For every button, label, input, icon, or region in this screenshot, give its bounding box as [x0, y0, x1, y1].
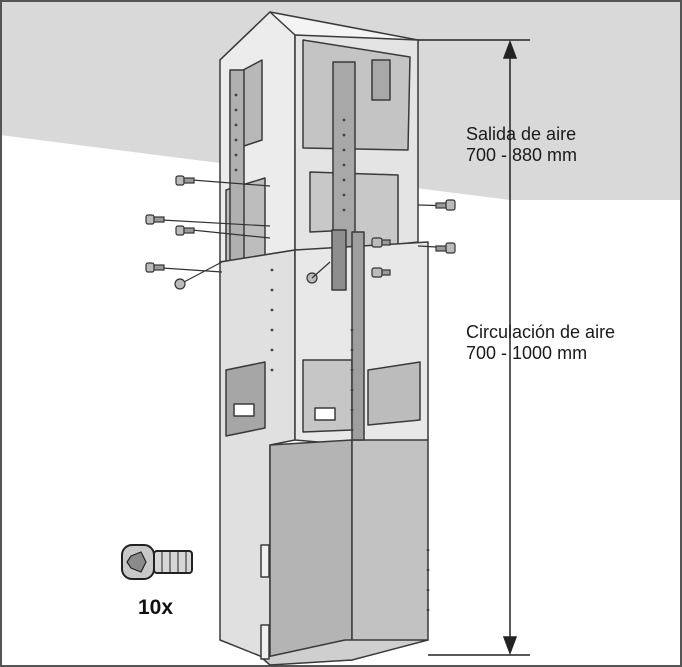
screw-icon	[175, 175, 195, 186]
screw-icon	[435, 199, 456, 211]
screw-icon	[306, 261, 331, 284]
screw-icon	[435, 242, 456, 254]
front-panel-right	[351, 439, 429, 651]
screw-icon	[371, 237, 391, 248]
salida-title: Salida de aire	[466, 124, 577, 144]
front-panel-left	[269, 439, 353, 661]
rail	[351, 231, 365, 441]
circulacion-range: 700 - 1000 mm	[466, 343, 588, 363]
screw-icon	[145, 262, 165, 273]
screw-icon	[175, 225, 195, 236]
screw-icon	[145, 214, 165, 225]
screw-quantity: 10x	[138, 596, 174, 619]
handle-slot	[314, 407, 336, 421]
salida-range: 700 - 880 mm	[466, 145, 578, 165]
dimension-line	[418, 39, 530, 656]
lower-section	[219, 229, 429, 666]
circulacion-title: Circulación de aire	[466, 322, 616, 342]
screw-icon	[371, 267, 391, 278]
rail	[331, 229, 347, 291]
rail	[371, 59, 391, 101]
screw-large-icon	[121, 544, 193, 580]
handle-slot	[233, 403, 255, 417]
screw-icons	[145, 175, 456, 290]
tab	[260, 544, 270, 578]
tab	[260, 624, 270, 660]
screw-icon	[174, 278, 186, 290]
mounting-holes	[234, 93, 430, 612]
